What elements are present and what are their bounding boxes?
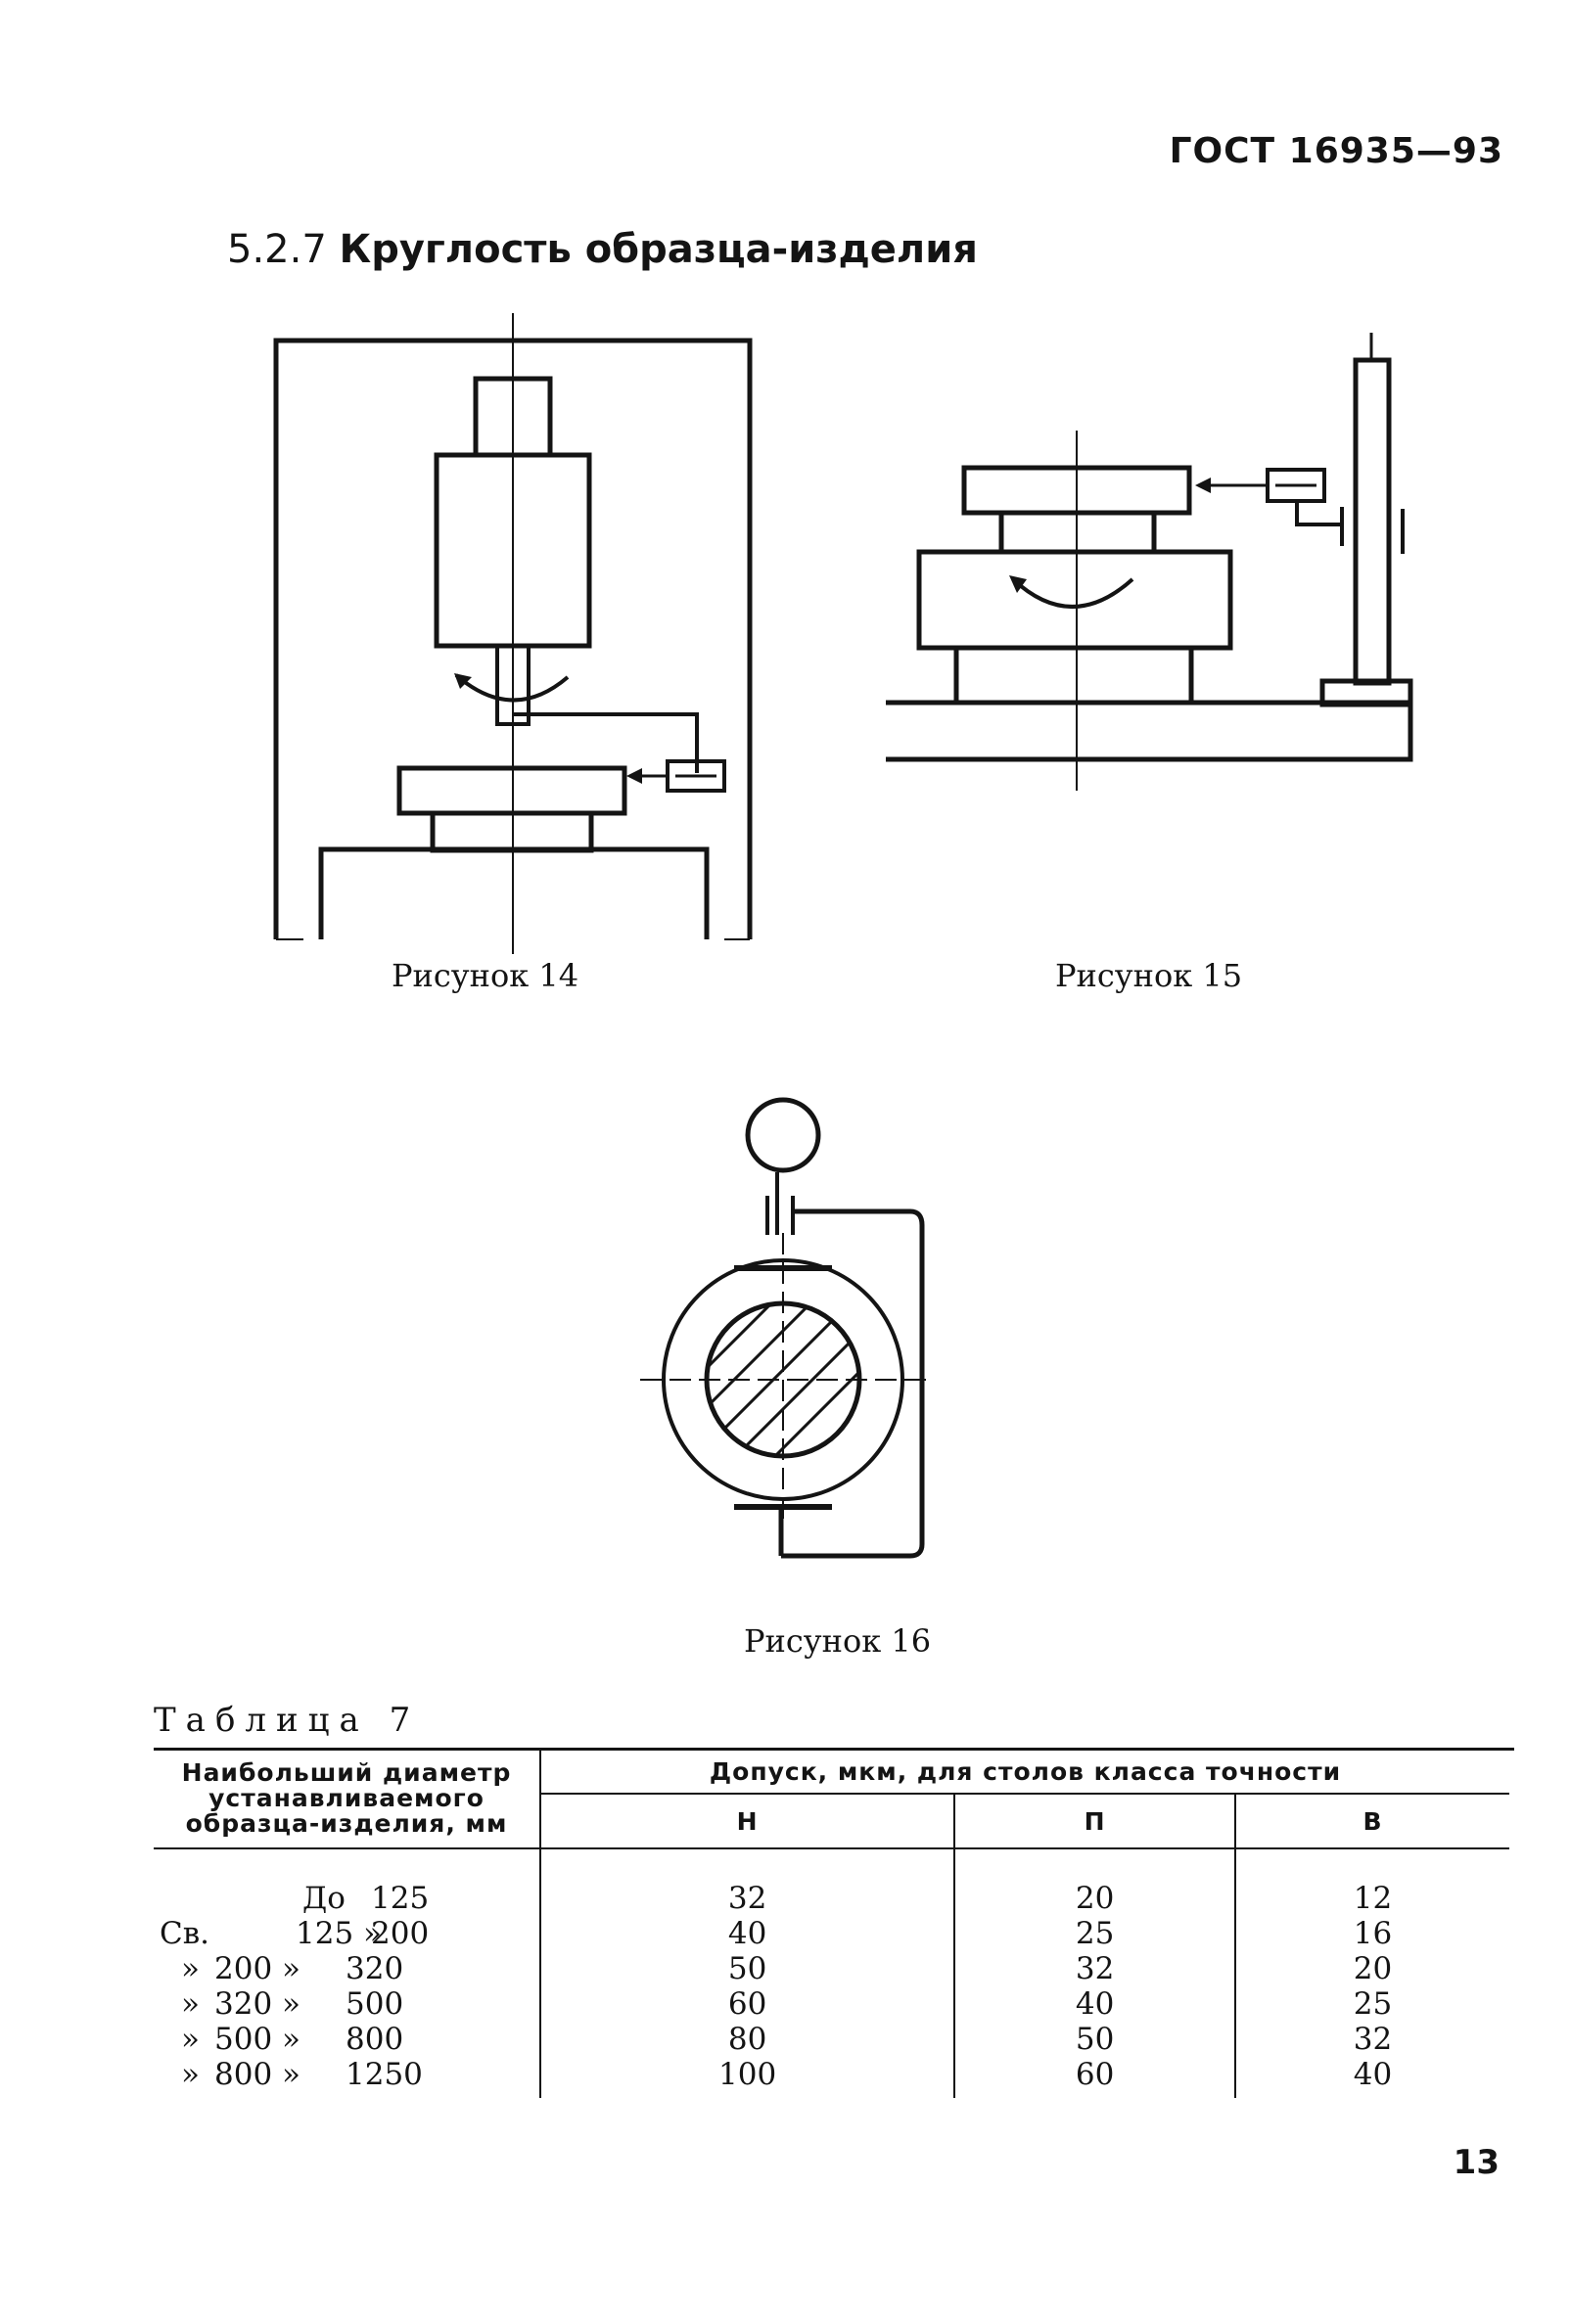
tolerance-value: 25 bbox=[1075, 1916, 1115, 1951]
figure-14-caption: Рисунок 14 bbox=[392, 957, 579, 994]
diameter-range: »500 »800 bbox=[181, 2022, 404, 2057]
tolerance-value: 80 bbox=[727, 2022, 767, 2057]
tolerance-value: 32 bbox=[1075, 1951, 1115, 1986]
section-heading: 5.2.7 Круглость образца-изделия bbox=[227, 227, 978, 272]
figure-15-diagram bbox=[886, 333, 1413, 791]
table-label: Таблица 7 bbox=[154, 1701, 421, 1740]
diameter-range: Св.125 »200 bbox=[160, 1916, 430, 1951]
tolerance-table: Наибольший диаметр устанавливаемого обра… bbox=[154, 1750, 1509, 2098]
standard-code: ГОСТ 16935—93 bbox=[1169, 131, 1503, 171]
class-header-p: П bbox=[953, 1794, 1236, 1849]
section-number: 5.2.7 bbox=[227, 227, 327, 272]
tolerance-value: 16 bbox=[1353, 1916, 1393, 1951]
class-v-column: 12 16 20 25 32 40 bbox=[1234, 1848, 1509, 2098]
class-header-v: В bbox=[1234, 1794, 1509, 1849]
tolerance-value: 60 bbox=[1075, 2057, 1115, 2092]
tolerance-value: 25 bbox=[1353, 1986, 1393, 2022]
figure-14-diagram bbox=[273, 313, 753, 954]
diameter-range: »320 »500 bbox=[181, 1986, 404, 2022]
diameter-range: »800 »1250 bbox=[181, 2057, 423, 2092]
tolerance-value: 40 bbox=[1353, 2057, 1393, 2092]
diameter-range: »200 »320 bbox=[181, 1951, 404, 1986]
diameter-header: Наибольший диаметр устанавливаемого обра… bbox=[154, 1750, 541, 1849]
figure-15-caption: Рисунок 15 bbox=[1055, 957, 1243, 994]
tolerance-value: 50 bbox=[1075, 2022, 1115, 2057]
tolerance-value: 32 bbox=[727, 1881, 767, 1916]
page-number: 13 bbox=[1453, 2143, 1500, 2182]
tolerance-value: 100 bbox=[718, 2057, 777, 2092]
class-p-column: 20 25 32 40 50 60 bbox=[953, 1848, 1236, 2098]
tolerance-value: 40 bbox=[727, 1916, 767, 1951]
figure-16-diagram bbox=[640, 1097, 926, 1559]
tolerance-value: 32 bbox=[1353, 2022, 1393, 2057]
class-header-n: Н bbox=[540, 1794, 955, 1849]
class-n-column: 32 40 50 60 80 100 bbox=[540, 1848, 954, 2098]
tolerance-value: 20 bbox=[1075, 1881, 1115, 1916]
section-title: Круглость образца-изделия bbox=[339, 227, 978, 272]
tolerance-value: 40 bbox=[1075, 1986, 1115, 2022]
tolerance-value: 60 bbox=[727, 1986, 767, 2022]
tolerance-value: 50 bbox=[727, 1951, 767, 1986]
tolerance-value: 12 bbox=[1353, 1881, 1393, 1916]
table-top-rule bbox=[154, 1748, 1514, 1751]
tolerance-value: 20 bbox=[1353, 1951, 1393, 1986]
figure-16-caption: Рисунок 16 bbox=[744, 1622, 932, 1660]
tolerance-group-header: Допуск, мкм, для столов класса точности bbox=[540, 1750, 1509, 1795]
